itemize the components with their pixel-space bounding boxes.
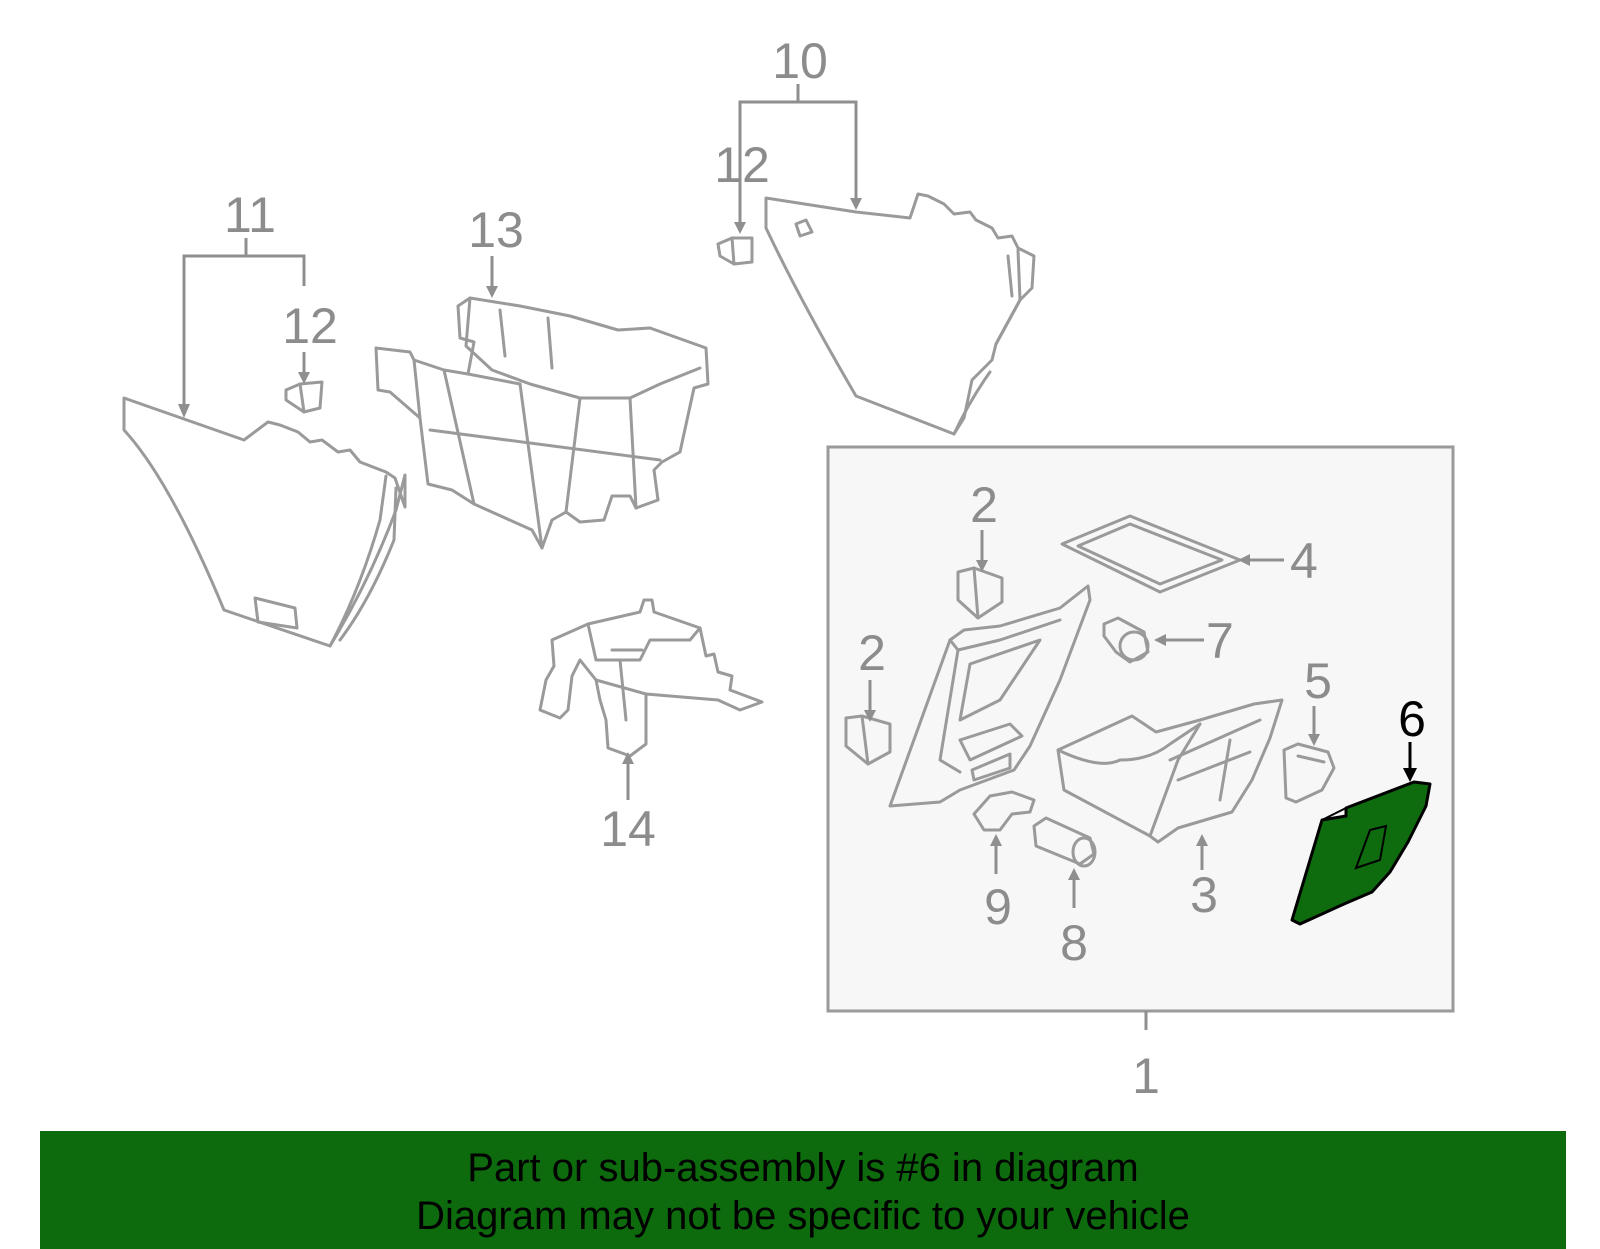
part-14-support-bracket[interactable] [538,598,764,758]
callout-11[interactable]: 11 [224,187,276,243]
callout-3[interactable]: 3 [1190,867,1218,923]
part-5-latch[interactable] [1282,742,1336,804]
console-housing-left[interactable] [888,584,1092,808]
part-6-lid-highlighted[interactable] [1290,780,1432,926]
callout-9[interactable]: 9 [984,879,1012,935]
banner-line-2: Diagram may not be specific to your vehi… [416,1194,1190,1238]
part-9-clip[interactable] [972,790,1036,832]
callout-8[interactable]: 8 [1060,915,1088,971]
part-11-left-panel[interactable] [122,396,407,648]
part-2-clip-lower[interactable] [844,714,892,766]
info-banner: Part or sub-assembly is #6 in diagram Di… [40,1131,1566,1249]
callout-2-lower[interactable]: 2 [858,625,886,681]
callout-13[interactable]: 13 [468,202,524,258]
subassembly-box [826,445,1455,1013]
part-13-console-bracket[interactable] [374,296,710,550]
part-12-clip-top[interactable] [716,236,754,266]
part-2-clip-upper[interactable] [956,566,1004,620]
part-7-knob[interactable] [1102,616,1150,664]
part-8-cylinder[interactable] [1032,816,1097,868]
part-12-clip-left[interactable] [284,380,324,414]
callout-12-top[interactable]: 12 [714,137,770,193]
callout-6[interactable]: 6 [1398,691,1426,747]
callout-7[interactable]: 7 [1206,613,1234,669]
part-3-storage-bin[interactable] [1056,698,1284,844]
callout-5[interactable]: 5 [1304,653,1332,709]
callout-12-left[interactable]: 12 [282,298,338,354]
banner-line-1: Part or sub-assembly is #6 in diagram [467,1146,1139,1190]
part-10-right-panel[interactable] [764,192,1036,436]
callout-1[interactable]: 1 [1132,1048,1160,1104]
callout-2-upper[interactable]: 2 [970,477,998,533]
callout-10[interactable]: 10 [772,33,828,89]
callout-14[interactable]: 14 [600,801,656,857]
callout-4[interactable]: 4 [1290,533,1318,589]
